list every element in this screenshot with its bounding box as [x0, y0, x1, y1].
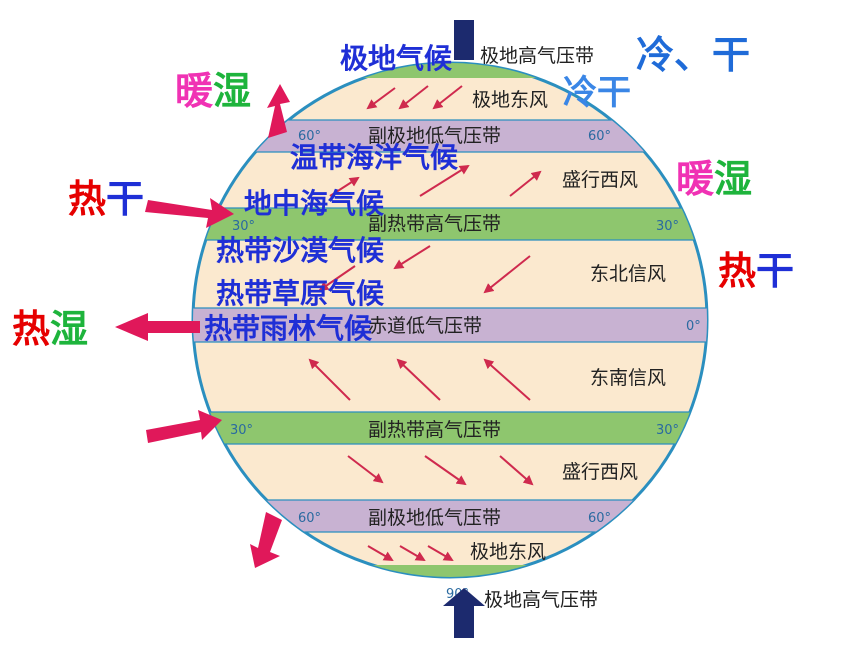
zone-label: 极地东风	[470, 541, 546, 563]
globe: 极地高气压带 极地东风 副极地低气压带 盛行西风 副热带高气压带 东北信风 赤道…	[191, 45, 709, 611]
feature-warm-wet-right: 暖湿	[676, 157, 752, 201]
side-arrow-left-equator	[115, 313, 200, 341]
wind-arrows	[308, 85, 542, 562]
zone-label: 副热带高气压带	[368, 213, 501, 235]
wind-arrow	[393, 245, 431, 270]
zone-label: 盛行西风	[562, 461, 638, 483]
degree-label: 60°	[298, 511, 321, 526]
equatorial-low-band	[193, 308, 707, 342]
zone-label: 副热带高气压带	[368, 419, 501, 441]
degree-label: 60°	[588, 129, 611, 144]
degree-label: 30°	[230, 423, 253, 438]
climate-label-tropical-rainforest: 热带雨林气候	[204, 312, 373, 345]
climate-label-mediterranean: 地中海气候	[244, 187, 385, 220]
side-arrow-left-30s	[146, 410, 222, 443]
zone-label: 极地高气压带	[484, 589, 598, 611]
wind-arrow	[347, 455, 384, 484]
wind-arrow	[419, 164, 470, 197]
zone-label: 极地东风	[472, 89, 548, 111]
degree-label: 0°	[686, 319, 701, 334]
climate-label-tropical-desert: 热带沙漠气候	[216, 234, 385, 267]
climate-label-temperate-maritime: 温带海洋气候	[290, 141, 459, 174]
zone-label: 东南信风	[590, 367, 666, 389]
wind-arrow	[427, 545, 454, 562]
climate-label-polar: 极地气候	[340, 42, 453, 75]
feature-hot-dry-left: 热干	[68, 177, 144, 221]
wind-arrow	[308, 358, 351, 401]
wind-arrow	[398, 85, 429, 110]
navy-arrow-bottom	[443, 588, 485, 638]
climate-label-tropical-savanna: 热带草原气候	[216, 277, 385, 310]
polar-high-band-s	[193, 565, 707, 577]
wind-arrow	[432, 85, 463, 110]
zone-label: 副极地低气压带	[368, 507, 501, 529]
degree-label: 60°	[588, 511, 611, 526]
subtropical-high-band-s	[193, 412, 707, 444]
wind-arrow	[329, 176, 360, 197]
wind-arrow	[318, 265, 356, 292]
feature-hot-wet-left: 热湿	[12, 307, 88, 351]
zone-label: 副极地低气压带	[368, 125, 501, 147]
feature-warm-wet-left: 暖湿	[175, 69, 251, 113]
wind-arrow	[366, 87, 396, 110]
wind-arrow	[483, 255, 531, 294]
wind-arrow	[509, 170, 542, 197]
side-arrow-left-30n	[145, 198, 234, 228]
zone-label: 东北信风	[590, 263, 666, 285]
wind-arrow	[499, 455, 534, 486]
feature-hot-dry-right: 热干	[718, 249, 794, 293]
degree-label: 30°	[232, 219, 255, 234]
feature-cold-dry: 冷干	[563, 73, 631, 113]
wind-arrow	[396, 358, 441, 401]
wind-arrow	[483, 358, 531, 401]
degree-label: 60°	[298, 129, 321, 144]
zone-label: 赤道低气压带	[368, 315, 482, 337]
wind-arrow	[424, 455, 467, 486]
navy-arrow-top	[454, 20, 474, 60]
degree-label: 30°	[656, 423, 679, 438]
degree-label: 30°	[656, 219, 679, 234]
zone-label: 盛行西风	[562, 169, 638, 191]
subtropical-high-band-n	[193, 208, 707, 240]
wind-arrow	[399, 545, 426, 562]
wind-arrow	[367, 545, 394, 562]
feature-cold-dry-top: 冷、干	[636, 33, 750, 77]
side-arrow-nw	[267, 84, 290, 138]
side-arrow-sw	[250, 512, 282, 568]
zone-label: 极地高气压带	[480, 45, 594, 67]
